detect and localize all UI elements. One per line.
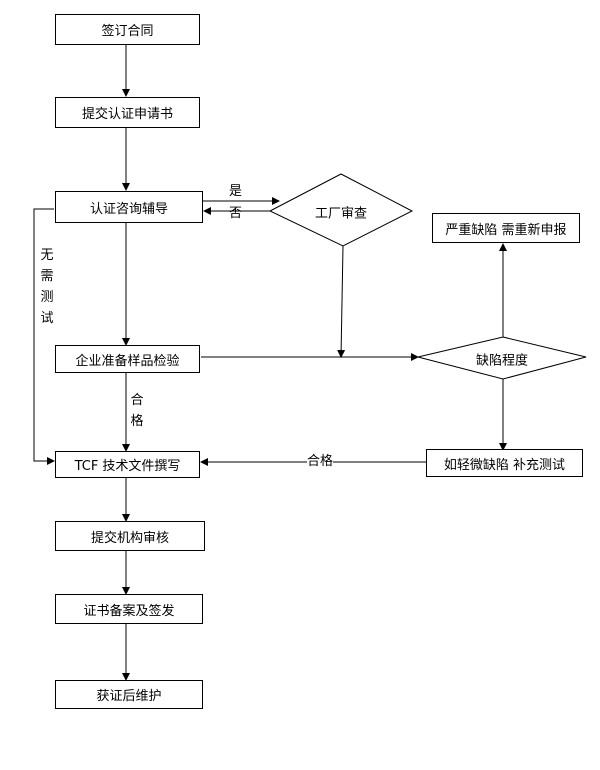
edge-label-qualified-vertical: 合格 bbox=[130, 393, 144, 429]
edge-label-qualified-horizontal: 合格 bbox=[307, 454, 334, 469]
edge-label-yes: 是 bbox=[229, 184, 243, 199]
node-severe-defect: 严重缺陷 需重新申报 bbox=[432, 213, 580, 243]
edge-label-no: 否 bbox=[229, 206, 243, 221]
edge-consulting-to-tcf-no-test bbox=[33, 208, 55, 465]
node-sample-test: 企业准备样品检验 bbox=[55, 345, 200, 373]
node-minor-defect: 如轻微缺陷 补充测试 bbox=[426, 449, 583, 477]
edge-label-no-test-needed: 无需测试 bbox=[40, 248, 54, 326]
node-tcf-writing: TCF 技术文件撰写 bbox=[55, 451, 200, 478]
node-consulting: 认证咨询辅导 bbox=[55, 191, 203, 223]
node-sign-contract: 签订合同 bbox=[55, 14, 200, 45]
node-submit-review: 提交机构审核 bbox=[55, 521, 205, 551]
node-maintenance: 获证后维护 bbox=[55, 680, 203, 709]
node-factory-audit: 工厂审查 bbox=[314, 206, 368, 222]
node-cert-issue: 证书备案及签发 bbox=[55, 594, 203, 624]
factory-audit-diamond bbox=[268, 173, 414, 247]
defect-level-diamond bbox=[417, 336, 587, 380]
node-submit-application: 提交认证申请书 bbox=[55, 97, 200, 128]
edge-audit-down bbox=[337, 245, 346, 358]
node-defect-level: 缺陷程度 bbox=[475, 353, 529, 369]
